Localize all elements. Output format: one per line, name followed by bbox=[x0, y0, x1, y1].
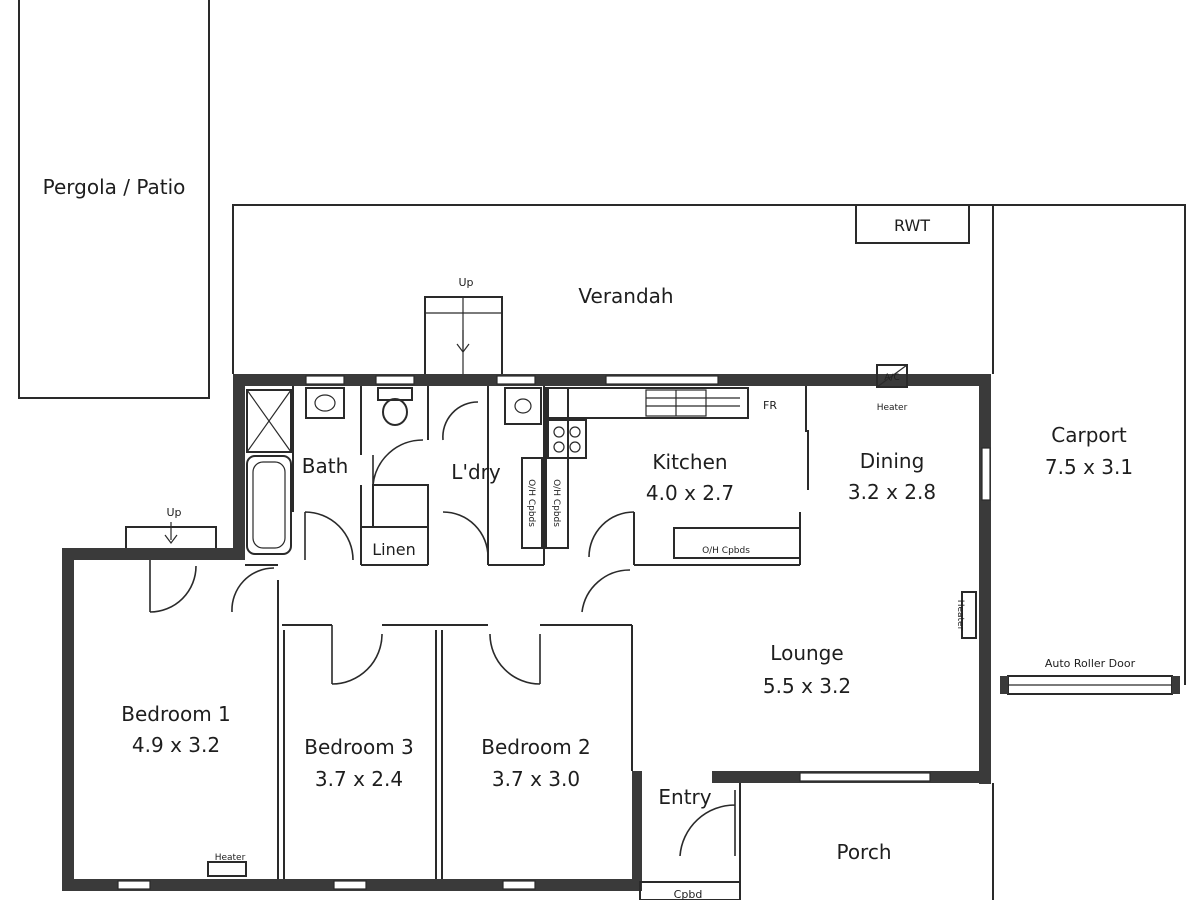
windows bbox=[117, 375, 991, 890]
bedroom1-label: Bedroom 1 bbox=[121, 702, 231, 726]
bedroom2-size: 3.7 x 3.0 bbox=[492, 767, 580, 791]
pergola-label: Pergola / Patio bbox=[43, 175, 186, 199]
dining-label: Dining bbox=[860, 449, 925, 473]
cooktop bbox=[547, 419, 587, 459]
linen-label: Linen bbox=[372, 540, 415, 559]
entry-label: Entry bbox=[658, 785, 711, 809]
laundry-oh-cpbds-label: O/H Cpbds bbox=[526, 479, 536, 527]
bedroom-heater bbox=[207, 861, 247, 877]
dining-heater-label: Heater bbox=[877, 403, 908, 413]
kitchen-bench bbox=[547, 387, 749, 419]
fixtures bbox=[207, 364, 994, 900]
kitchen-oh-cpbds-h-label: O/H Cpbds bbox=[702, 546, 750, 556]
bath-basin bbox=[305, 387, 345, 419]
rwt-label: RWT bbox=[894, 216, 930, 235]
rainwater-tank bbox=[855, 204, 970, 244]
doors bbox=[149, 401, 736, 857]
kitchen-label: Kitchen bbox=[652, 450, 727, 474]
cupboard-label: Cpbd bbox=[674, 888, 703, 900]
bedroom3-label: Bedroom 3 bbox=[304, 735, 414, 759]
fridge-label: FR bbox=[763, 399, 777, 412]
walls bbox=[62, 374, 991, 891]
auto-roller-door bbox=[1000, 675, 1180, 695]
up-verandah-label: Up bbox=[458, 276, 473, 289]
bathtub bbox=[246, 455, 292, 555]
bedroom2-label: Bedroom 2 bbox=[481, 735, 591, 759]
kitchen-oh-cupboards-h bbox=[673, 527, 801, 559]
lounge-heater-label: Heater bbox=[955, 600, 965, 631]
lounge-heater bbox=[961, 591, 977, 639]
bath-label: Bath bbox=[302, 454, 349, 478]
roller-door-label: Auto Roller Door bbox=[1045, 657, 1136, 670]
laundry-label: L'dry bbox=[451, 460, 501, 484]
shower bbox=[246, 389, 292, 453]
laundry-trough bbox=[504, 387, 542, 425]
lounge-label: Lounge bbox=[770, 641, 843, 665]
dining-size: 3.2 x 2.8 bbox=[848, 480, 936, 504]
carport-label: Carport bbox=[1051, 423, 1127, 447]
carport-size: 7.5 x 3.1 bbox=[1045, 455, 1133, 479]
air-conditioner bbox=[876, 364, 908, 388]
kitchen-size: 4.0 x 2.7 bbox=[646, 481, 734, 505]
up-bedroom-label: Up bbox=[166, 506, 181, 519]
bedroom3-size: 3.7 x 2.4 bbox=[315, 767, 403, 791]
bedroom-steps bbox=[125, 522, 217, 552]
lounge-size: 5.5 x 3.2 bbox=[763, 674, 851, 698]
pergola-patio bbox=[18, 0, 210, 399]
verandah-label: Verandah bbox=[578, 284, 673, 308]
bedroom-heater-label: Heater bbox=[215, 853, 246, 863]
bedroom1-size: 4.9 x 3.2 bbox=[132, 733, 220, 757]
verandah-steps bbox=[424, 296, 503, 376]
interior-walls bbox=[245, 386, 809, 879]
porch-label: Porch bbox=[836, 840, 891, 864]
laundry-oh-cupboards bbox=[521, 457, 543, 549]
ac-label: A/C bbox=[884, 373, 899, 383]
linen-cupboard bbox=[372, 484, 429, 528]
kitchen-oh-cpbds-v-label: O/H Cpbds bbox=[551, 479, 561, 527]
toilet-bowl bbox=[382, 398, 408, 426]
carport bbox=[992, 204, 1186, 685]
